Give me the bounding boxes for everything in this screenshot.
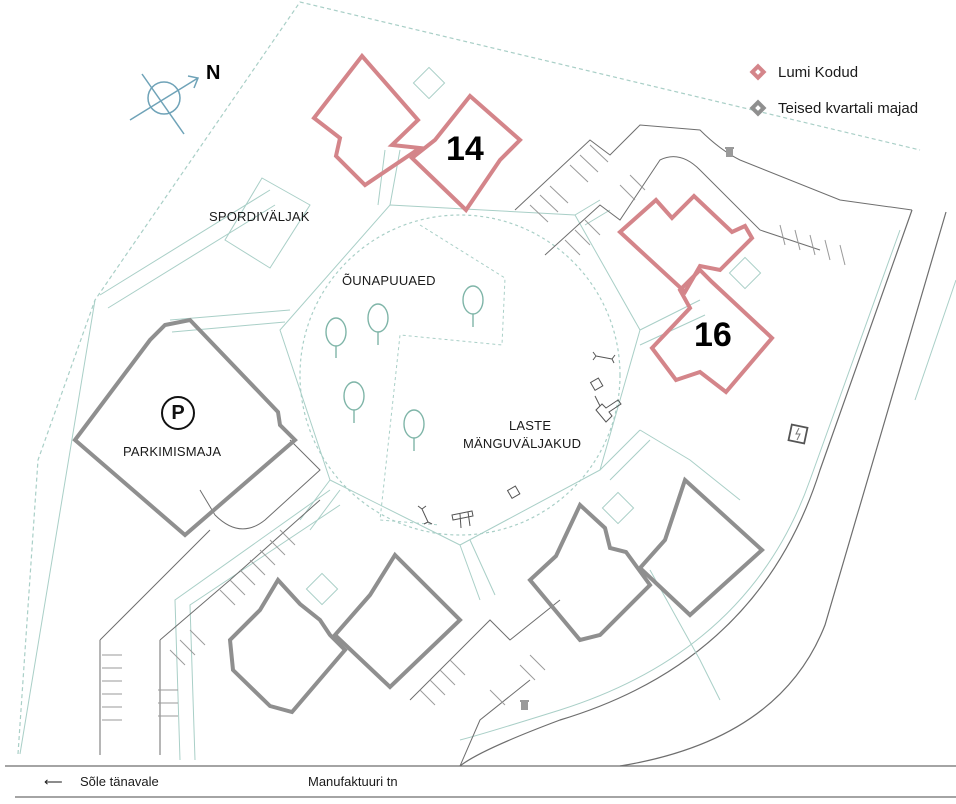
tree-icon <box>367 303 389 345</box>
trash-bin-icon <box>520 700 529 710</box>
orchard-label: ÕUNAPUUAED <box>342 273 436 288</box>
parking-stalls <box>102 144 846 721</box>
lumi-building-16-north <box>617 193 755 296</box>
other-buildings <box>72 317 765 715</box>
play-box-icon <box>589 377 604 392</box>
compass-north-label: N <box>206 62 221 84</box>
building-14-label: 14 <box>446 130 484 168</box>
compass-rose-icon <box>129 73 200 135</box>
east-road-inner <box>459 209 913 767</box>
electric-box-icon <box>787 423 809 445</box>
swing-icon <box>417 505 433 525</box>
trash-bin-icon <box>725 147 734 157</box>
sports-field-label: SPORDIVÄLJAK <box>209 209 310 224</box>
parking-house-label: PARKIMISMAJA <box>123 444 222 459</box>
east-road-outer <box>619 211 947 767</box>
lumi-building-14-west <box>311 52 426 188</box>
east-road-sidewalk <box>459 229 901 741</box>
tree-icon <box>325 317 347 358</box>
tree-icon <box>343 381 365 423</box>
building-16-label: 16 <box>694 316 732 354</box>
other-building-se-west <box>527 501 653 643</box>
tree-icon <box>462 285 484 327</box>
small-sheds <box>305 66 762 606</box>
playground-label-line1: LASTE <box>509 418 552 433</box>
tree-icon <box>403 409 425 451</box>
lumi-buildings <box>311 52 775 395</box>
play-box-icon <box>506 485 521 500</box>
sports-field <box>224 177 311 269</box>
parking-house <box>72 317 298 538</box>
orchard-zone <box>379 224 506 526</box>
legend-item-lumi: Lumi Kodud <box>748 62 918 82</box>
legend-label: Teised kvartali majad <box>778 99 919 117</box>
arrow-left-icon: ⟵ <box>44 774 63 789</box>
other-building-se-east <box>637 476 765 618</box>
orchard-trees <box>325 285 484 451</box>
lumi-building-16-south <box>649 267 775 395</box>
sole-street-label: Sõle tänavale <box>80 774 159 789</box>
footpaths <box>19 149 741 761</box>
courtyard-hexagon <box>279 204 641 546</box>
diamond-pink-icon <box>749 63 767 81</box>
other-building-sw-west <box>227 576 348 715</box>
legend-label: Lumi Kodud <box>778 63 859 81</box>
slide-icon <box>594 395 622 423</box>
other-building-sw-east <box>332 551 463 690</box>
parking-symbol-icon: P <box>161 396 195 430</box>
east-road-far <box>914 279 956 401</box>
lumi-building-14-east <box>408 93 523 214</box>
courtyard-circle <box>299 214 621 536</box>
playground-equipment <box>417 351 622 529</box>
swing-icon <box>592 351 616 364</box>
slide-icon <box>451 510 474 529</box>
manufaktuuri-street-label: Manufaktuuri tn <box>308 774 398 789</box>
diamond-gray-icon <box>749 99 767 117</box>
legend: Lumi Kodud Teised kvartali majad <box>748 62 918 134</box>
legend-item-other: Teised kvartali majad <box>748 98 918 118</box>
playground-label-line2: MÄNGUVÄLJAKUD <box>463 436 582 451</box>
